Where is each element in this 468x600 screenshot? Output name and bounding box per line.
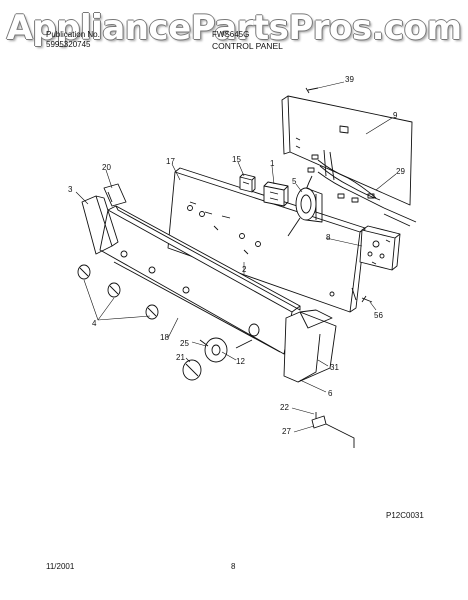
part-screw-side	[361, 295, 373, 303]
part-switch	[239, 173, 256, 193]
part-timer-motor	[287, 187, 323, 237]
part-right-end-cap	[283, 309, 337, 383]
label-15: 15	[232, 155, 241, 164]
label-9: 9	[393, 111, 398, 120]
publication-number: 5995320745	[46, 40, 91, 49]
part-left-end-cap	[81, 183, 127, 255]
publication-label: Publication No.	[46, 30, 100, 39]
label-29: 29	[396, 167, 405, 176]
label-3: 3	[68, 185, 73, 194]
part-screw-top	[305, 87, 319, 94]
section-title: CONTROL PANEL	[212, 41, 283, 51]
label-1: 1	[270, 159, 275, 168]
part-timer-knob	[182, 359, 202, 381]
part-dial-skirt	[199, 337, 253, 363]
label-5: 5	[292, 177, 297, 186]
label-27: 27	[282, 427, 291, 436]
footer-date: 11/2001	[46, 562, 75, 571]
watermark: AppliancePartsPros.com	[6, 8, 462, 48]
label-4: 4	[92, 319, 97, 328]
part-timer-switch	[263, 181, 289, 207]
label-8: 8	[326, 233, 331, 242]
leader-lines	[75, 81, 397, 433]
part-rear-panel	[281, 95, 413, 206]
label-31: 31	[330, 363, 339, 372]
label-20: 20	[102, 163, 111, 172]
footer-page: 8	[231, 562, 236, 571]
model-number: FWS645G	[212, 30, 250, 39]
part-timer	[359, 225, 401, 271]
label-21: 21	[176, 353, 185, 362]
label-39: 39	[345, 75, 354, 84]
label-2: 2	[242, 265, 247, 274]
figure-code: P12C0031	[386, 511, 424, 520]
label-17: 17	[166, 157, 175, 166]
label-6: 6	[328, 389, 333, 398]
label-22: 22	[280, 403, 289, 412]
label-18: 18	[160, 333, 169, 342]
part-knobs	[77, 264, 159, 320]
label-12: 12	[236, 357, 245, 366]
part-lid-switch	[311, 412, 355, 448]
label-25: 25	[180, 339, 189, 348]
label-56: 56	[374, 311, 383, 320]
